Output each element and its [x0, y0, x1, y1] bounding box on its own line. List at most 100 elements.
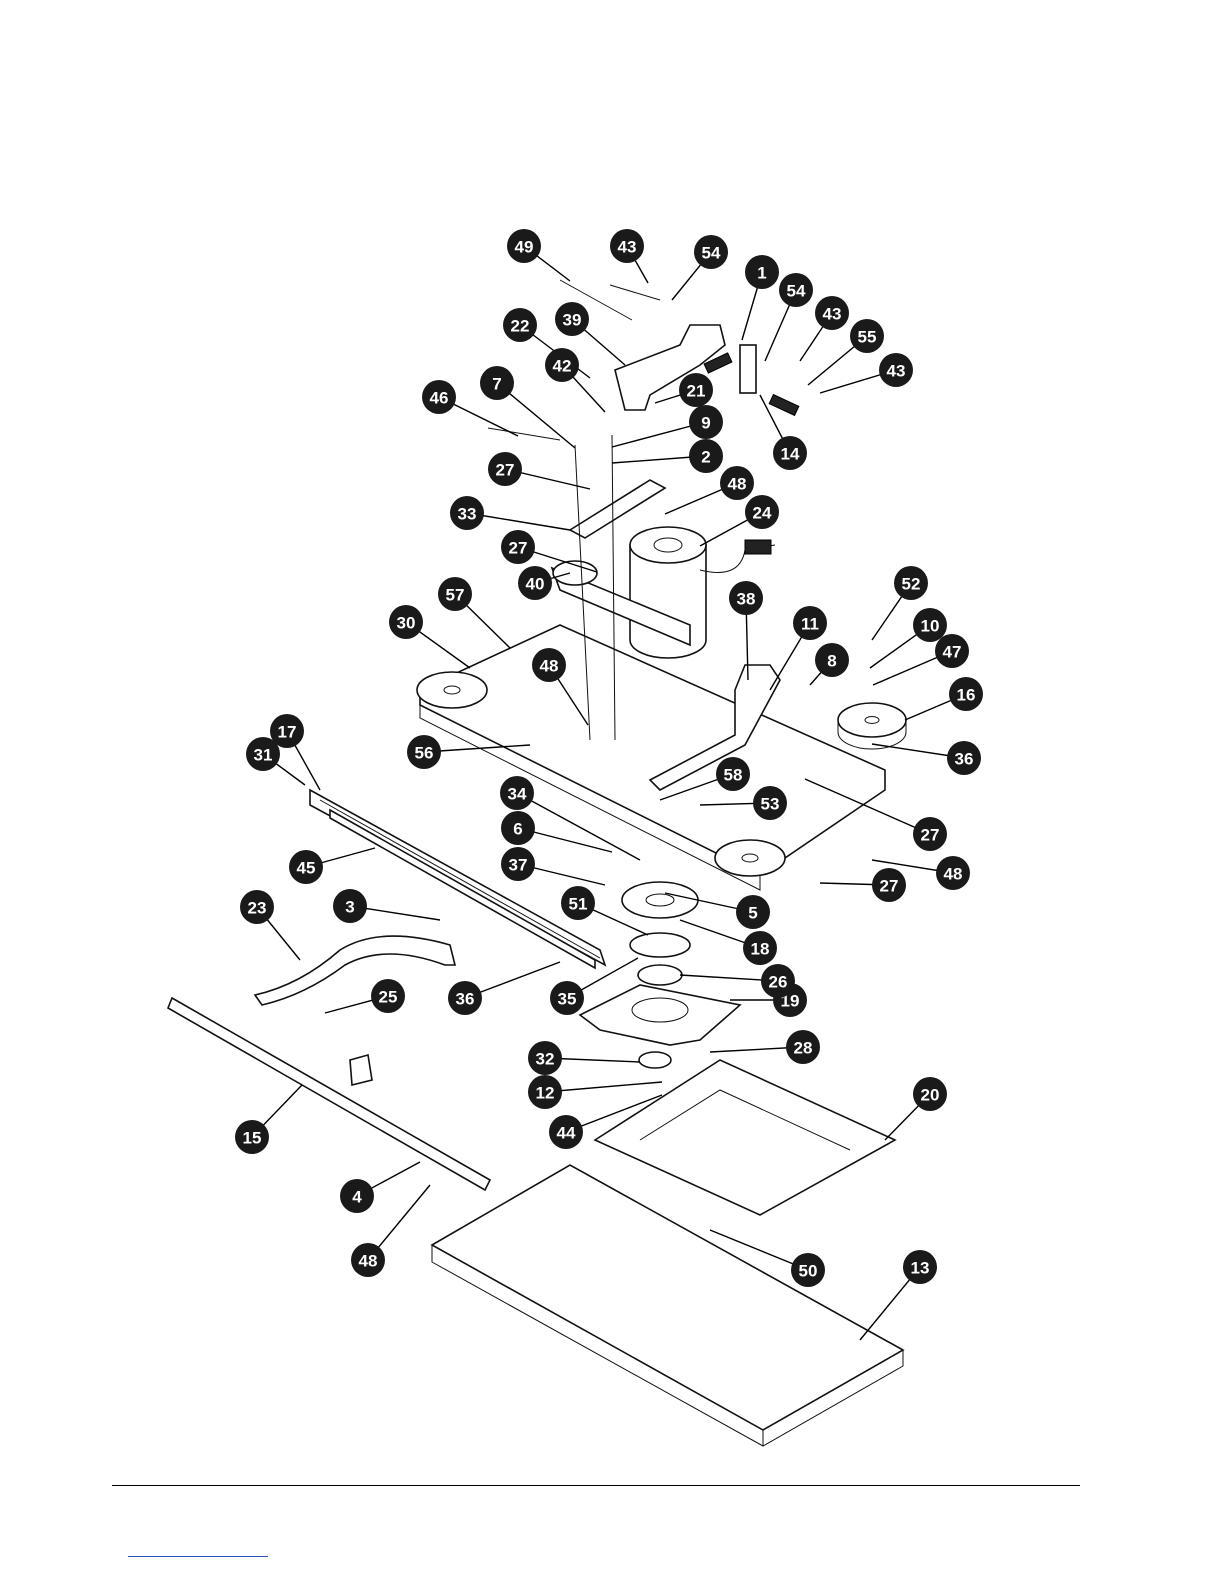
callout-label-47: 47 — [943, 643, 962, 662]
callout-label-53: 53 — [761, 795, 780, 814]
callout-48: 48 — [720, 466, 754, 500]
callout-label-15: 15 — [243, 1129, 262, 1148]
callout-27: 27 — [488, 452, 522, 486]
callout-label-51: 51 — [569, 895, 588, 914]
callout-2: 2 — [689, 439, 723, 473]
callout-label-43: 43 — [823, 305, 842, 324]
callout-label-57: 57 — [446, 586, 465, 605]
callout-label-43: 43 — [887, 362, 906, 381]
hub-19 — [580, 985, 740, 1045]
callout-34: 34 — [500, 776, 534, 810]
callout-47: 47 — [935, 634, 969, 668]
callout-22: 22 — [503, 308, 537, 342]
callout-label-10: 10 — [921, 617, 940, 636]
callout-label-27: 27 — [921, 826, 940, 845]
callout-33: 33 — [450, 496, 484, 530]
callout-23: 23 — [240, 890, 274, 924]
callout-1: 1 — [745, 255, 779, 289]
callout-label-8: 8 — [827, 652, 836, 671]
callout-label-16: 16 — [957, 686, 976, 705]
callout-label-52: 52 — [902, 575, 921, 594]
leader-line-12 — [545, 1082, 662, 1092]
callout-label-44: 44 — [557, 1124, 576, 1143]
disc-32 — [639, 1052, 671, 1068]
callout-18: 18 — [743, 931, 777, 965]
callout-37: 37 — [501, 847, 535, 881]
callout-label-13: 13 — [911, 1259, 930, 1278]
callout-56: 56 — [407, 735, 441, 769]
callout-26: 26 — [761, 964, 795, 998]
callout-52: 52 — [894, 566, 928, 600]
callout-3: 3 — [333, 889, 367, 923]
pulley-front — [715, 840, 785, 876]
callout-24: 24 — [745, 495, 779, 529]
callout-label-40: 40 — [526, 575, 545, 594]
callout-label-22: 22 — [511, 317, 530, 336]
pad-13 — [432, 1165, 903, 1430]
callout-label-39: 39 — [563, 311, 582, 330]
callout-label-6: 6 — [513, 820, 522, 839]
callout-28: 28 — [786, 1030, 820, 1064]
footer-rule — [112, 1485, 1080, 1486]
callout-label-48: 48 — [359, 1252, 378, 1271]
callout-38: 38 — [729, 581, 763, 615]
callout-55: 55 — [850, 319, 884, 353]
callout-label-54: 54 — [787, 282, 806, 301]
callout-label-24: 24 — [753, 504, 772, 523]
callout-54: 54 — [694, 235, 728, 269]
callout-12: 12 — [528, 1075, 562, 1109]
callout-label-26: 26 — [769, 973, 788, 992]
callout-54: 54 — [779, 273, 813, 307]
callout-label-33: 33 — [458, 505, 477, 524]
callout-44: 44 — [549, 1115, 583, 1149]
callout-label-11: 11 — [801, 615, 819, 634]
callout-48: 48 — [532, 648, 566, 682]
callout-9: 9 — [689, 405, 723, 439]
callout-58: 58 — [716, 757, 750, 791]
callout-label-42: 42 — [553, 357, 572, 376]
callout-27: 27 — [913, 817, 947, 851]
callout-label-28: 28 — [794, 1039, 813, 1058]
callout-label-5: 5 — [748, 904, 757, 923]
callout-20: 20 — [913, 1077, 947, 1111]
bearing-18 — [622, 882, 698, 918]
callout-label-46: 46 — [430, 389, 449, 408]
callout-36: 36 — [947, 741, 981, 775]
callout-53: 53 — [753, 786, 787, 820]
callout-27: 27 — [501, 530, 535, 564]
pulley-left — [417, 672, 487, 708]
callout-43: 43 — [815, 296, 849, 330]
callout-39: 39 — [555, 302, 589, 336]
callout-21: 21 — [679, 373, 713, 407]
callout-10: 10 — [913, 608, 947, 642]
callout-16: 16 — [949, 677, 983, 711]
callout-label-48: 48 — [728, 475, 747, 494]
callout-label-3: 3 — [345, 898, 354, 917]
ring-26 — [638, 965, 682, 985]
callout-label-56: 56 — [415, 744, 434, 763]
callout-25: 25 — [371, 979, 405, 1013]
callout-label-2: 2 — [701, 448, 710, 467]
callout-15: 15 — [235, 1120, 269, 1154]
callout-8: 8 — [815, 643, 849, 677]
callout-42: 42 — [545, 348, 579, 382]
callout-35: 35 — [550, 981, 584, 1015]
callout-13: 13 — [903, 1250, 937, 1284]
callout-label-27: 27 — [496, 461, 515, 480]
callout-label-32: 32 — [536, 1050, 555, 1069]
callout-label-34: 34 — [508, 785, 527, 804]
callout-46: 46 — [422, 380, 456, 414]
gasket-35 — [630, 933, 690, 957]
callout-30: 30 — [389, 605, 423, 639]
callout-43: 43 — [610, 229, 644, 263]
callout-label-36: 36 — [456, 990, 475, 1009]
callout-label-7: 7 — [492, 375, 501, 394]
callout-label-49: 49 — [515, 238, 534, 257]
callout-label-58: 58 — [724, 766, 743, 785]
callout-14: 14 — [773, 436, 807, 470]
callout-label-27: 27 — [509, 539, 528, 558]
callout-43: 43 — [879, 353, 913, 387]
callout-57: 57 — [438, 577, 472, 611]
callout-31: 31 — [246, 737, 280, 771]
